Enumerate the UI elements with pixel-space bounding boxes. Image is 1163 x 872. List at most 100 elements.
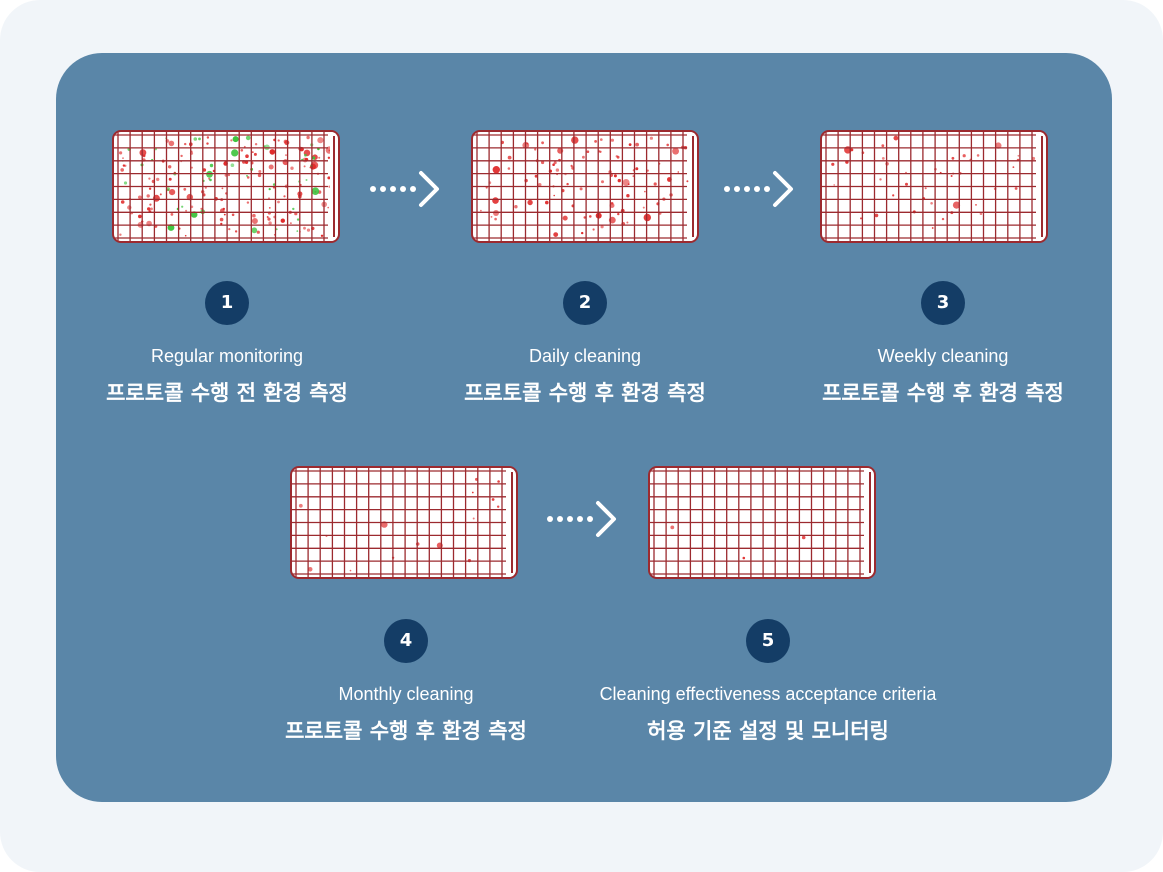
colony-dot — [494, 218, 497, 221]
colony-dot — [527, 200, 532, 205]
colony-dot — [802, 536, 806, 540]
colony-dot — [545, 201, 549, 205]
colony-dot — [831, 163, 834, 166]
step-1: 1 Regular monitoring 프로토콜 수행 전 환경 측정 — [47, 281, 407, 406]
colony-dot — [556, 168, 559, 171]
colony-dot — [223, 208, 225, 210]
colony-dot — [618, 179, 621, 182]
colony-dot — [149, 204, 151, 206]
colony-dot — [1018, 155, 1020, 157]
colony-dot — [497, 506, 499, 508]
colony-dot — [228, 228, 230, 230]
colony-dot — [303, 227, 306, 230]
colony-dot — [508, 167, 511, 170]
step-number-badge: 3 — [921, 281, 965, 325]
colony-dot — [269, 207, 271, 209]
colony-dot — [138, 215, 142, 219]
colony-dot — [975, 204, 977, 206]
colony-dot — [252, 214, 256, 218]
colony-dot — [304, 154, 307, 157]
colony-dot — [147, 207, 150, 210]
colony-dot — [269, 165, 274, 170]
colony-dot — [553, 195, 555, 197]
colony-dot — [278, 139, 280, 141]
colony-dot — [268, 221, 271, 224]
colony-dot — [589, 215, 592, 218]
colony-dot — [119, 151, 122, 154]
colony-dot — [650, 137, 653, 140]
colony-dot — [206, 171, 213, 178]
colony-dot — [290, 222, 292, 224]
colony-dot — [185, 210, 187, 212]
step-4: 4 Monthly cleaning 프로토콜 수행 후 환경 측정 — [226, 619, 586, 744]
colony-dot — [210, 164, 213, 167]
colony-dot — [611, 139, 614, 142]
colony-dot — [277, 201, 280, 204]
colony-dot — [497, 480, 500, 483]
colony-dot — [932, 227, 934, 229]
dotted-arrow-icon — [369, 169, 445, 209]
colony-dot — [670, 526, 674, 530]
colony-dot — [672, 148, 679, 155]
colony-dot — [254, 153, 257, 156]
colony-dot — [297, 230, 299, 232]
colony-dot — [318, 157, 320, 159]
colony-dot — [554, 161, 557, 164]
colony-dot — [235, 230, 237, 232]
colony-dot — [635, 167, 638, 170]
colony-dot — [269, 188, 271, 190]
colony-dot — [233, 136, 239, 142]
colony-dot — [580, 187, 583, 190]
colony-dot — [127, 205, 131, 209]
colony-dot — [508, 156, 512, 160]
colony-dot — [491, 216, 493, 218]
colony-dot — [860, 217, 862, 219]
colony-dot — [171, 213, 174, 216]
colony-dot — [643, 207, 645, 209]
colony-dot — [666, 144, 669, 147]
colony-dot — [147, 194, 150, 197]
colony-dot — [149, 188, 151, 190]
colony-dot — [120, 168, 124, 172]
colony-dot — [245, 154, 249, 158]
colony-dot — [563, 216, 568, 221]
plate-image-3 — [820, 130, 1048, 243]
colony-dot — [209, 179, 212, 182]
colony-dot — [678, 171, 680, 173]
colony-dot — [894, 136, 899, 141]
step-number-badge: 4 — [384, 619, 428, 663]
colony-dot — [492, 498, 495, 501]
colony-dot — [251, 227, 257, 233]
colony-dot — [472, 492, 474, 494]
colony-dot — [350, 570, 352, 572]
colony-dot — [283, 195, 285, 197]
colony-dot — [270, 149, 276, 155]
colony-dot — [285, 154, 287, 156]
colony-dot — [307, 229, 310, 232]
colony-dot — [138, 196, 142, 200]
colony-dot — [160, 193, 162, 195]
colony-dot — [879, 178, 881, 180]
colony-dot — [220, 218, 224, 222]
colony-dot — [541, 141, 544, 144]
step-2: 2 Daily cleaning 프로토콜 수행 후 환경 측정 — [405, 281, 765, 406]
colony-dot — [833, 184, 835, 186]
colony-dot — [473, 518, 475, 520]
colony-dot — [942, 218, 944, 220]
colony-dot — [743, 557, 746, 560]
step-label-ko: 프로토콜 수행 전 환경 측정 — [47, 380, 407, 406]
step-label-en: Daily cleaning — [405, 345, 765, 367]
plate-image-5 — [648, 466, 876, 579]
colony-dot — [121, 200, 125, 204]
step-number-badge: 2 — [563, 281, 607, 325]
colony-dot — [297, 218, 299, 220]
colony-dot — [290, 167, 293, 170]
colony-dot — [327, 207, 329, 209]
colony-dot — [514, 205, 517, 208]
colony-dot — [184, 143, 186, 145]
colony-dot — [566, 183, 568, 185]
colony-dot — [292, 208, 294, 210]
colony-dot — [148, 178, 150, 180]
colony-dot — [304, 165, 306, 167]
